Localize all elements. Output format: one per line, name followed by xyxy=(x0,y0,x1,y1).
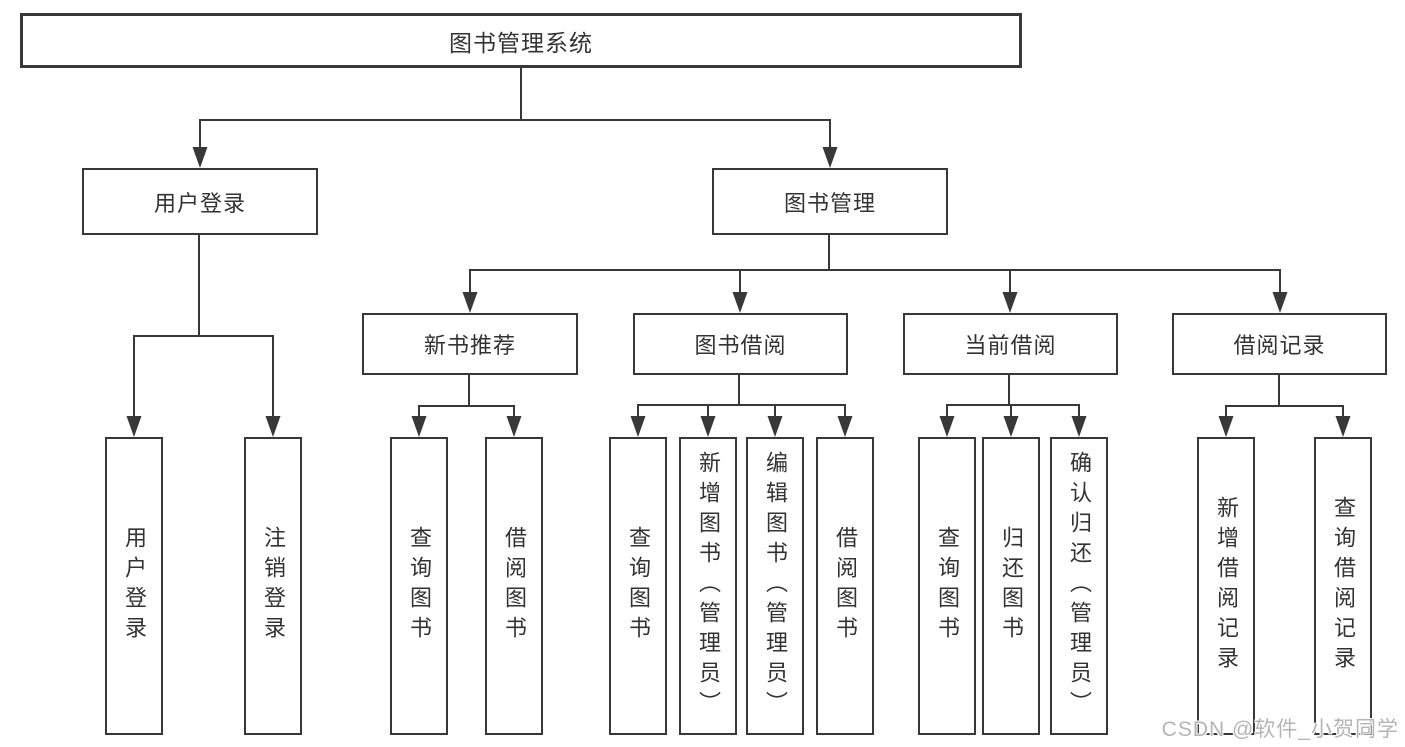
connector-current-borrow-to-leaves xyxy=(946,375,1080,418)
node-new-books: 新书推荐 xyxy=(362,313,578,375)
leaf-query-borrow-record-label: 查询借阅记录 xyxy=(1331,496,1356,676)
arrow-down-icon xyxy=(630,416,646,437)
leaf-borrow-books-2-label: 借阅图书 xyxy=(833,526,858,646)
leaf-user-login: 用户登录 xyxy=(105,437,163,735)
node-borrow-records: 借阅记录 xyxy=(1172,313,1387,375)
node-user-login-label: 用户登录 xyxy=(153,190,246,216)
node-book-borrow: 图书借阅 xyxy=(633,313,848,375)
arrow-down-icon xyxy=(1003,416,1019,437)
leaf-return-book: 归还图书 xyxy=(982,437,1040,735)
leaf-borrow-books-1-label: 借阅图书 xyxy=(502,526,527,646)
arrow-down-icon xyxy=(822,147,838,168)
node-root: 图书管理系统 xyxy=(20,13,1022,68)
leaf-query-books-1-label: 查询图书 xyxy=(407,526,432,646)
leaf-add-borrow-record-label: 新增借阅记录 xyxy=(1214,496,1239,676)
leaf-edit-book-admin: 编辑图书（管理员） xyxy=(746,437,804,735)
arrow-down-icon xyxy=(411,416,427,437)
leaf-borrow-books-1: 借阅图书 xyxy=(485,437,543,735)
arrow-down-icon xyxy=(1272,292,1288,313)
node-borrow-records-label: 借阅记录 xyxy=(1233,333,1326,358)
leaf-user-login-label: 用户登录 xyxy=(122,526,147,646)
leaf-add-book-admin: 新增图书（管理员） xyxy=(679,437,737,735)
connector-book-mgmt-to-categories xyxy=(469,235,1281,294)
node-user-login: 用户登录 xyxy=(82,168,318,235)
arrow-down-icon xyxy=(1071,416,1087,437)
leaf-borrow-books-2: 借阅图书 xyxy=(816,437,874,735)
arrow-down-icon xyxy=(462,292,478,313)
arrow-down-icon xyxy=(506,416,522,437)
leaf-logout-label: 注销登录 xyxy=(261,526,286,646)
leaf-return-book-label: 归还图书 xyxy=(999,526,1024,646)
connector-borrow-records-to-leaves xyxy=(1225,375,1344,418)
arrow-down-icon xyxy=(1002,292,1018,313)
arrow-down-icon xyxy=(767,416,783,437)
node-book-mgmt-label: 图书管理 xyxy=(783,190,876,216)
arrow-down-icon xyxy=(939,416,955,437)
arrow-down-icon xyxy=(1218,416,1234,437)
arrow-down-icon xyxy=(732,292,748,313)
leaf-query-books-1: 查询图书 xyxy=(390,437,448,735)
node-new-books-label: 新书推荐 xyxy=(423,333,516,358)
arrow-down-icon xyxy=(192,147,208,168)
leaf-edit-book-admin-label: 编辑图书（管理员） xyxy=(763,451,788,721)
leaf-logout: 注销登录 xyxy=(244,437,302,735)
arrow-down-icon xyxy=(265,416,281,437)
connector-root-to-level2 xyxy=(199,68,831,149)
leaf-query-books-2-label: 查询图书 xyxy=(626,526,651,646)
node-book-borrow-label: 图书借阅 xyxy=(694,333,787,358)
node-current-borrow: 当前借阅 xyxy=(903,313,1118,375)
connector-new-books-to-leaves xyxy=(418,375,515,418)
node-current-borrow-label: 当前借阅 xyxy=(964,333,1057,358)
csdn-watermark: CSDN @软件_小贺同学 xyxy=(1161,718,1399,741)
arrow-down-icon xyxy=(837,416,853,437)
arrow-down-icon xyxy=(700,416,716,437)
leaf-add-borrow-record: 新增借阅记录 xyxy=(1197,437,1255,735)
leaf-query-books-3-label: 查询图书 xyxy=(935,526,960,646)
node-root-label: 图书管理系统 xyxy=(449,29,593,56)
connector-book-borrow-to-leaves xyxy=(637,375,846,418)
arrow-down-icon xyxy=(1335,416,1351,437)
leaf-add-book-admin-label: 新增图书（管理员） xyxy=(696,451,721,721)
leaf-query-books-2: 查询图书 xyxy=(609,437,667,735)
leaf-confirm-return-admin: 确认归还（管理员） xyxy=(1050,437,1108,735)
leaf-confirm-return-admin-label: 确认归还（管理员） xyxy=(1067,451,1092,721)
arrow-down-icon xyxy=(126,416,142,437)
leaf-query-borrow-record: 查询借阅记录 xyxy=(1314,437,1372,735)
node-book-mgmt: 图书管理 xyxy=(712,168,948,235)
connector-user-login-to-leaves xyxy=(133,235,274,418)
leaf-query-books-3: 查询图书 xyxy=(918,437,976,735)
